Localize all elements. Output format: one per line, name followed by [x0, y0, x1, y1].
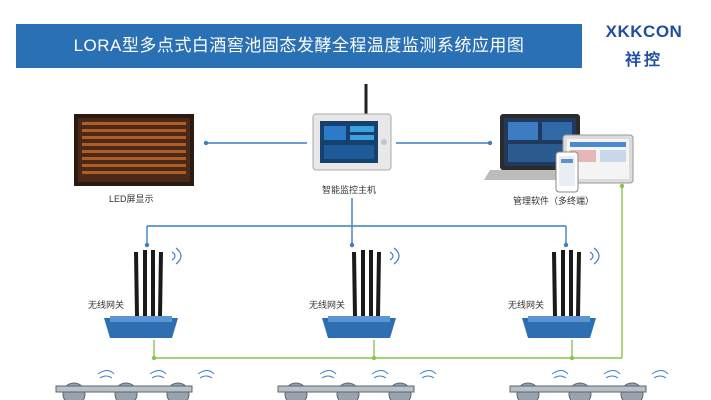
dot [151, 355, 157, 361]
dot [349, 242, 355, 248]
gateway-2 [322, 247, 400, 338]
wifi-signal-icon [171, 247, 182, 265]
sensor-group-2 [277, 370, 437, 400]
link-dots [144, 140, 569, 248]
gateway-1 [104, 247, 182, 338]
gateway-body [522, 318, 596, 338]
dot [203, 140, 209, 146]
dot [371, 355, 377, 361]
dot [144, 242, 150, 248]
wifi-signal-icon [389, 247, 400, 265]
led-label: LED屏显示 [109, 194, 154, 204]
logo-brand: XKKCON [604, 22, 684, 42]
software-terminals [484, 114, 634, 193]
page-title: LORA型多点式白酒窖池固态发酵全程温度监测系统应用图 [73, 36, 525, 55]
logo-brand-text: KKCON [617, 22, 683, 41]
logo-chinese-name: 祥控 [624, 52, 663, 69]
gateway-1-label: 无线网关 [88, 300, 125, 310]
dot [563, 242, 569, 248]
logo-mark-icon: X [605, 22, 618, 41]
green-links [153, 186, 623, 359]
dot [619, 183, 625, 189]
software-label: 管理软件（多终端） [513, 196, 595, 206]
led-screen [74, 114, 194, 186]
green-dots [151, 183, 625, 361]
host-device [312, 84, 392, 171]
dot [569, 355, 575, 361]
host-label: 智能监控主机 [322, 185, 377, 195]
sensor-group-1 [55, 370, 215, 400]
title-bar [16, 24, 582, 68]
sensor-row [55, 370, 669, 400]
gateway-body [104, 318, 178, 338]
wifi-signal-icon [589, 247, 600, 265]
gateway-2-label: 无线网关 [309, 300, 346, 310]
dot [487, 140, 493, 146]
company-logo: XKKCON 祥控 [604, 22, 684, 69]
gateway-3-label: 无线网关 [508, 300, 545, 310]
blue-links [146, 142, 567, 245]
gateway-body [322, 318, 396, 338]
gateway-3 [522, 247, 600, 338]
sensor-group-3 [509, 370, 669, 400]
